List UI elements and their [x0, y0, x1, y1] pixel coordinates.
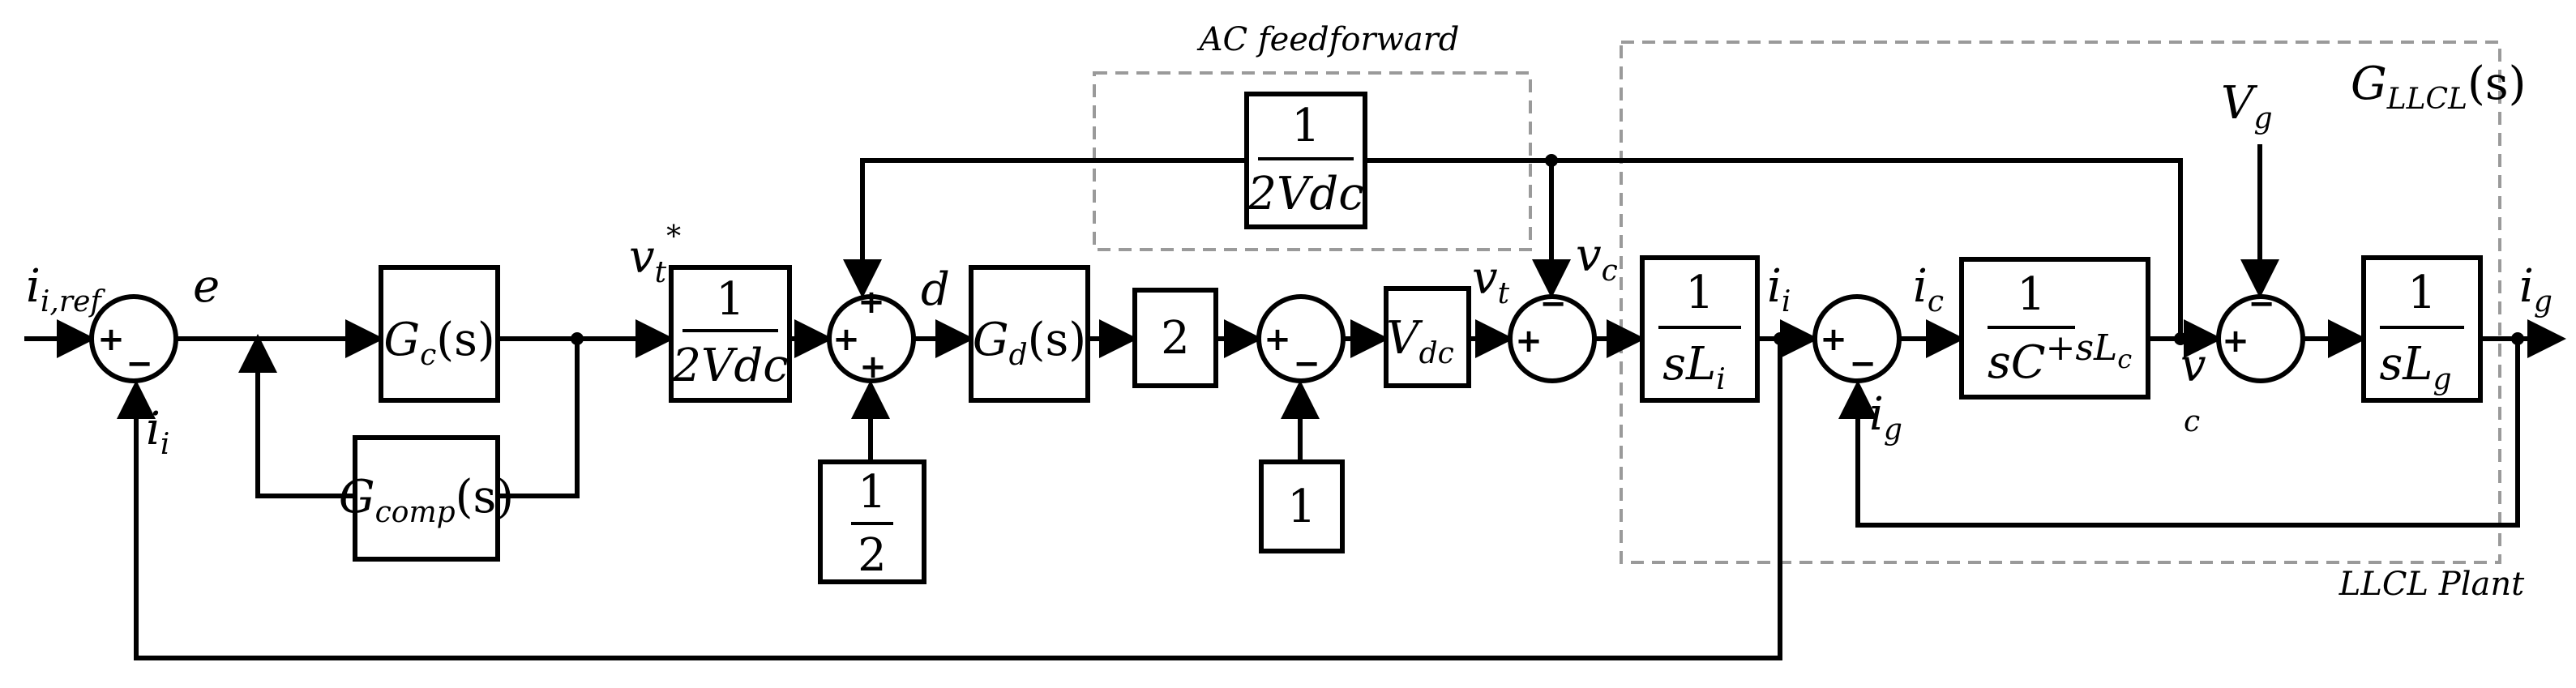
svg-text:1: 1 — [2407, 267, 2437, 319]
error-label: e — [193, 260, 220, 313]
grid-inductor-block: 1 sLg — [2361, 255, 2483, 403]
ig-feedback-wire — [1838, 339, 2520, 528]
llcl-plant-region — [1620, 41, 2501, 564]
svg-text:1: 1 — [1685, 267, 1714, 319]
gcomp-in-wire — [498, 339, 580, 498]
vdc-gain-block: Vdc — [1384, 286, 1471, 388]
ii-label: ii — [1767, 260, 1791, 318]
ii-feedback-wire — [117, 339, 1782, 660]
svg-text:sLg: sLg — [2380, 338, 2452, 396]
junction-dot — [1774, 332, 1787, 345]
summing-junction-1: + − — [89, 294, 178, 383]
junction-dot — [571, 332, 584, 345]
ac-feedforward-region — [1093, 71, 1532, 251]
vg-label: Vg — [2221, 77, 2273, 135]
gc-controller-block: Gc(s) — [379, 265, 500, 403]
plant-transfer-function-label: GLLCL(s) — [2351, 58, 2526, 116]
summing-junction-5: + − — [1812, 294, 1902, 383]
llcl-plant-label: LLCL Plant — [2339, 566, 2525, 603]
inverse-2vdc-block: 1 2Vdc — [669, 265, 792, 403]
ac-feedforward-label: AC feedforward — [1196, 21, 1460, 58]
svg-text:+: + — [858, 284, 885, 321]
v-node-label: v — [2180, 340, 2206, 392]
svg-text:Gc(s): Gc(s) — [383, 314, 494, 372]
svg-text:+: + — [2222, 323, 2249, 360]
svg-text:Vdc: Vdc — [1386, 312, 1454, 370]
gcomp-block: Gcomp(s) — [339, 435, 514, 562]
vt-label: vt — [1472, 252, 1510, 310]
gcomp-out-wire — [238, 334, 355, 498]
ic-label: ic — [1913, 260, 1944, 318]
summing-junction-2: + + + — [827, 284, 916, 386]
svg-text:1: 1 — [1291, 100, 1320, 152]
svg-text:−: − — [2248, 285, 2275, 323]
svg-text:+: + — [1264, 321, 1291, 358]
duty-label: d — [921, 263, 950, 316]
svg-text:Gd(s): Gd(s) — [973, 314, 1086, 372]
junction-dot — [2511, 332, 2524, 345]
svg-text:+: + — [832, 321, 860, 358]
svg-text:+: + — [859, 348, 887, 386]
c-node-label: c — [2184, 405, 2200, 438]
half-constant-block: 1 2 — [818, 459, 926, 584]
svg-text:−: − — [1539, 285, 1567, 323]
feedforward-inverse-2vdc-block: 1 2Vdc — [1244, 92, 1367, 229]
svg-text:1: 1 — [716, 273, 745, 326]
svg-text:1: 1 — [858, 466, 887, 519]
svg-text:GLLCL(s): GLLCL(s) — [2351, 58, 2526, 116]
svg-text:sLi: sLi — [1662, 338, 1725, 396]
svg-text:2Vdc: 2Vdc — [1247, 168, 1363, 220]
svg-text:Gcomp(s): Gcomp(s) — [339, 471, 514, 529]
summing-junction-6: − + — [2216, 285, 2305, 383]
summing-junction-3: + − — [1256, 294, 1346, 383]
svg-text:−: − — [126, 345, 153, 382]
vc-label: vc — [1576, 229, 1618, 288]
gd-delay-block: Gd(s) — [969, 265, 1090, 403]
capacitor-branch-block: 1 sC+sLc — [1959, 257, 2150, 400]
svg-text:sC+sLc: sC+sLc — [1988, 327, 2132, 389]
vt-star-label: vt* — [629, 220, 681, 289]
ii-feedback-label: ii — [146, 403, 169, 461]
svg-text:−: − — [1849, 345, 1876, 382]
svg-text:2: 2 — [858, 529, 887, 582]
junction-dot — [2174, 332, 2187, 345]
gain-two-block: 2 — [1132, 288, 1218, 388]
svg-text:+: + — [97, 321, 125, 358]
svg-text:2Vdc: 2Vdc — [671, 340, 788, 392]
summing-junction-4: − + — [1508, 285, 1597, 383]
svg-text:1: 1 — [2017, 268, 2046, 321]
ig-output-label: ig — [2519, 260, 2552, 318]
iref-label: ii,ref — [26, 260, 105, 318]
svg-text:+: + — [1515, 323, 1543, 360]
ig-feedback-label: ig — [1869, 388, 1902, 447]
constant-one-block: 1 — [1259, 459, 1345, 553]
svg-text:+: + — [1820, 321, 1847, 358]
junction-dot — [1545, 154, 1558, 167]
svg-text:−: − — [1293, 345, 1320, 382]
inverter-inductor-block: 1 sLi — [1640, 255, 1760, 403]
feedforward-wire — [843, 158, 2183, 339]
svg-text:2: 2 — [1161, 312, 1190, 365]
svg-text:1: 1 — [1287, 481, 1316, 533]
